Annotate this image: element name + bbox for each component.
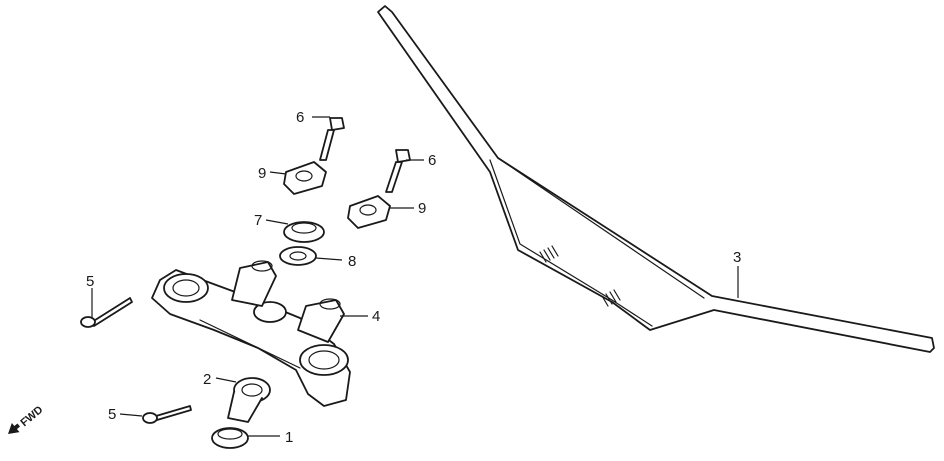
bolt-5-lower (142, 405, 192, 424)
forward-label: FWD (18, 404, 45, 429)
forward-direction-marker: FWD (8, 404, 45, 434)
callout-6-right: 6 (428, 152, 436, 169)
callout-4: 4 (372, 308, 380, 325)
washer-8 (279, 246, 317, 266)
lower-holder (227, 377, 271, 423)
forward-arrow-icon (8, 422, 21, 434)
holder-upper-9-left (283, 161, 327, 195)
callout-1: 1 (285, 429, 293, 446)
bolt-5-upper (80, 297, 133, 328)
leader-lines (91, 116, 739, 437)
callout-9-left: 9 (258, 165, 266, 182)
knurl-right (601, 289, 621, 307)
callout-5-upper: 5 (86, 273, 94, 290)
handlebar (377, 5, 935, 353)
callout-8: 8 (348, 253, 356, 270)
callout-9-right: 9 (418, 200, 426, 217)
bolt-6-upper (319, 117, 345, 161)
callout-2: 2 (203, 371, 211, 388)
callout-7: 7 (254, 212, 262, 229)
callout-5-lower: 5 (108, 406, 116, 423)
knurl-left (539, 245, 559, 263)
cushion-7 (283, 221, 325, 243)
holder-upper-9-right (347, 195, 391, 229)
bolt-6-right (385, 149, 411, 193)
top-bridge (151, 260, 351, 407)
callout-6-upper: 6 (296, 109, 304, 126)
callout-3: 3 (733, 249, 741, 266)
dust-seal (211, 427, 249, 449)
